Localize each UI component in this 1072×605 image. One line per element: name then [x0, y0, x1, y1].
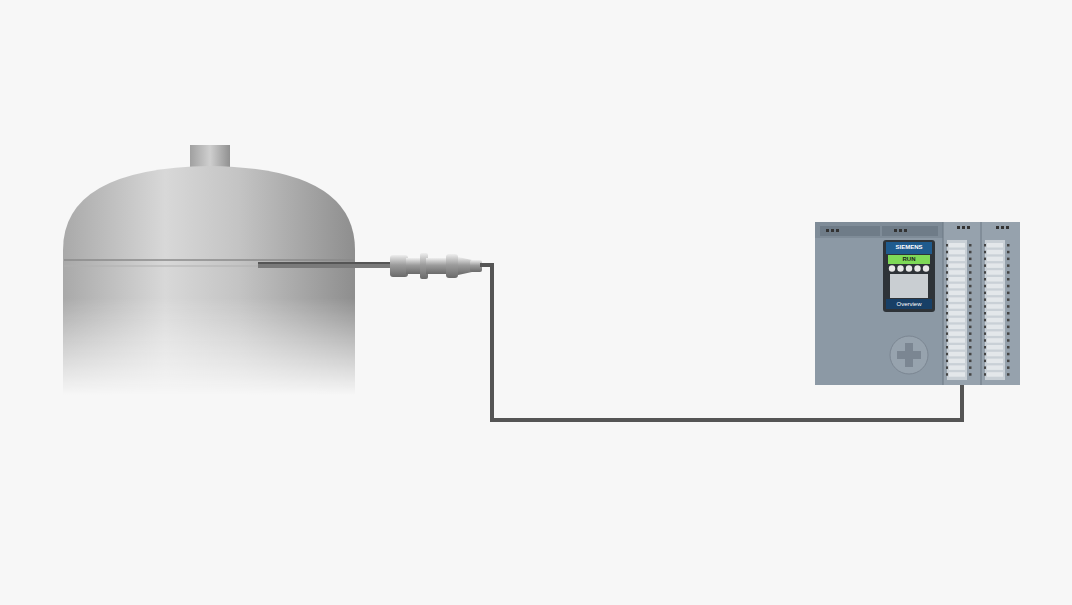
status-text: RUN [903, 256, 916, 262]
plc-drawing [815, 222, 1020, 385]
brand-text: SIEMENS [895, 244, 922, 250]
plc-unit: SIEMENS RUN Overview [815, 222, 1020, 385]
menu-text: Overview [896, 301, 921, 307]
probe-rod [258, 262, 393, 268]
sensor-fitting [390, 253, 482, 279]
tank [63, 145, 355, 395]
